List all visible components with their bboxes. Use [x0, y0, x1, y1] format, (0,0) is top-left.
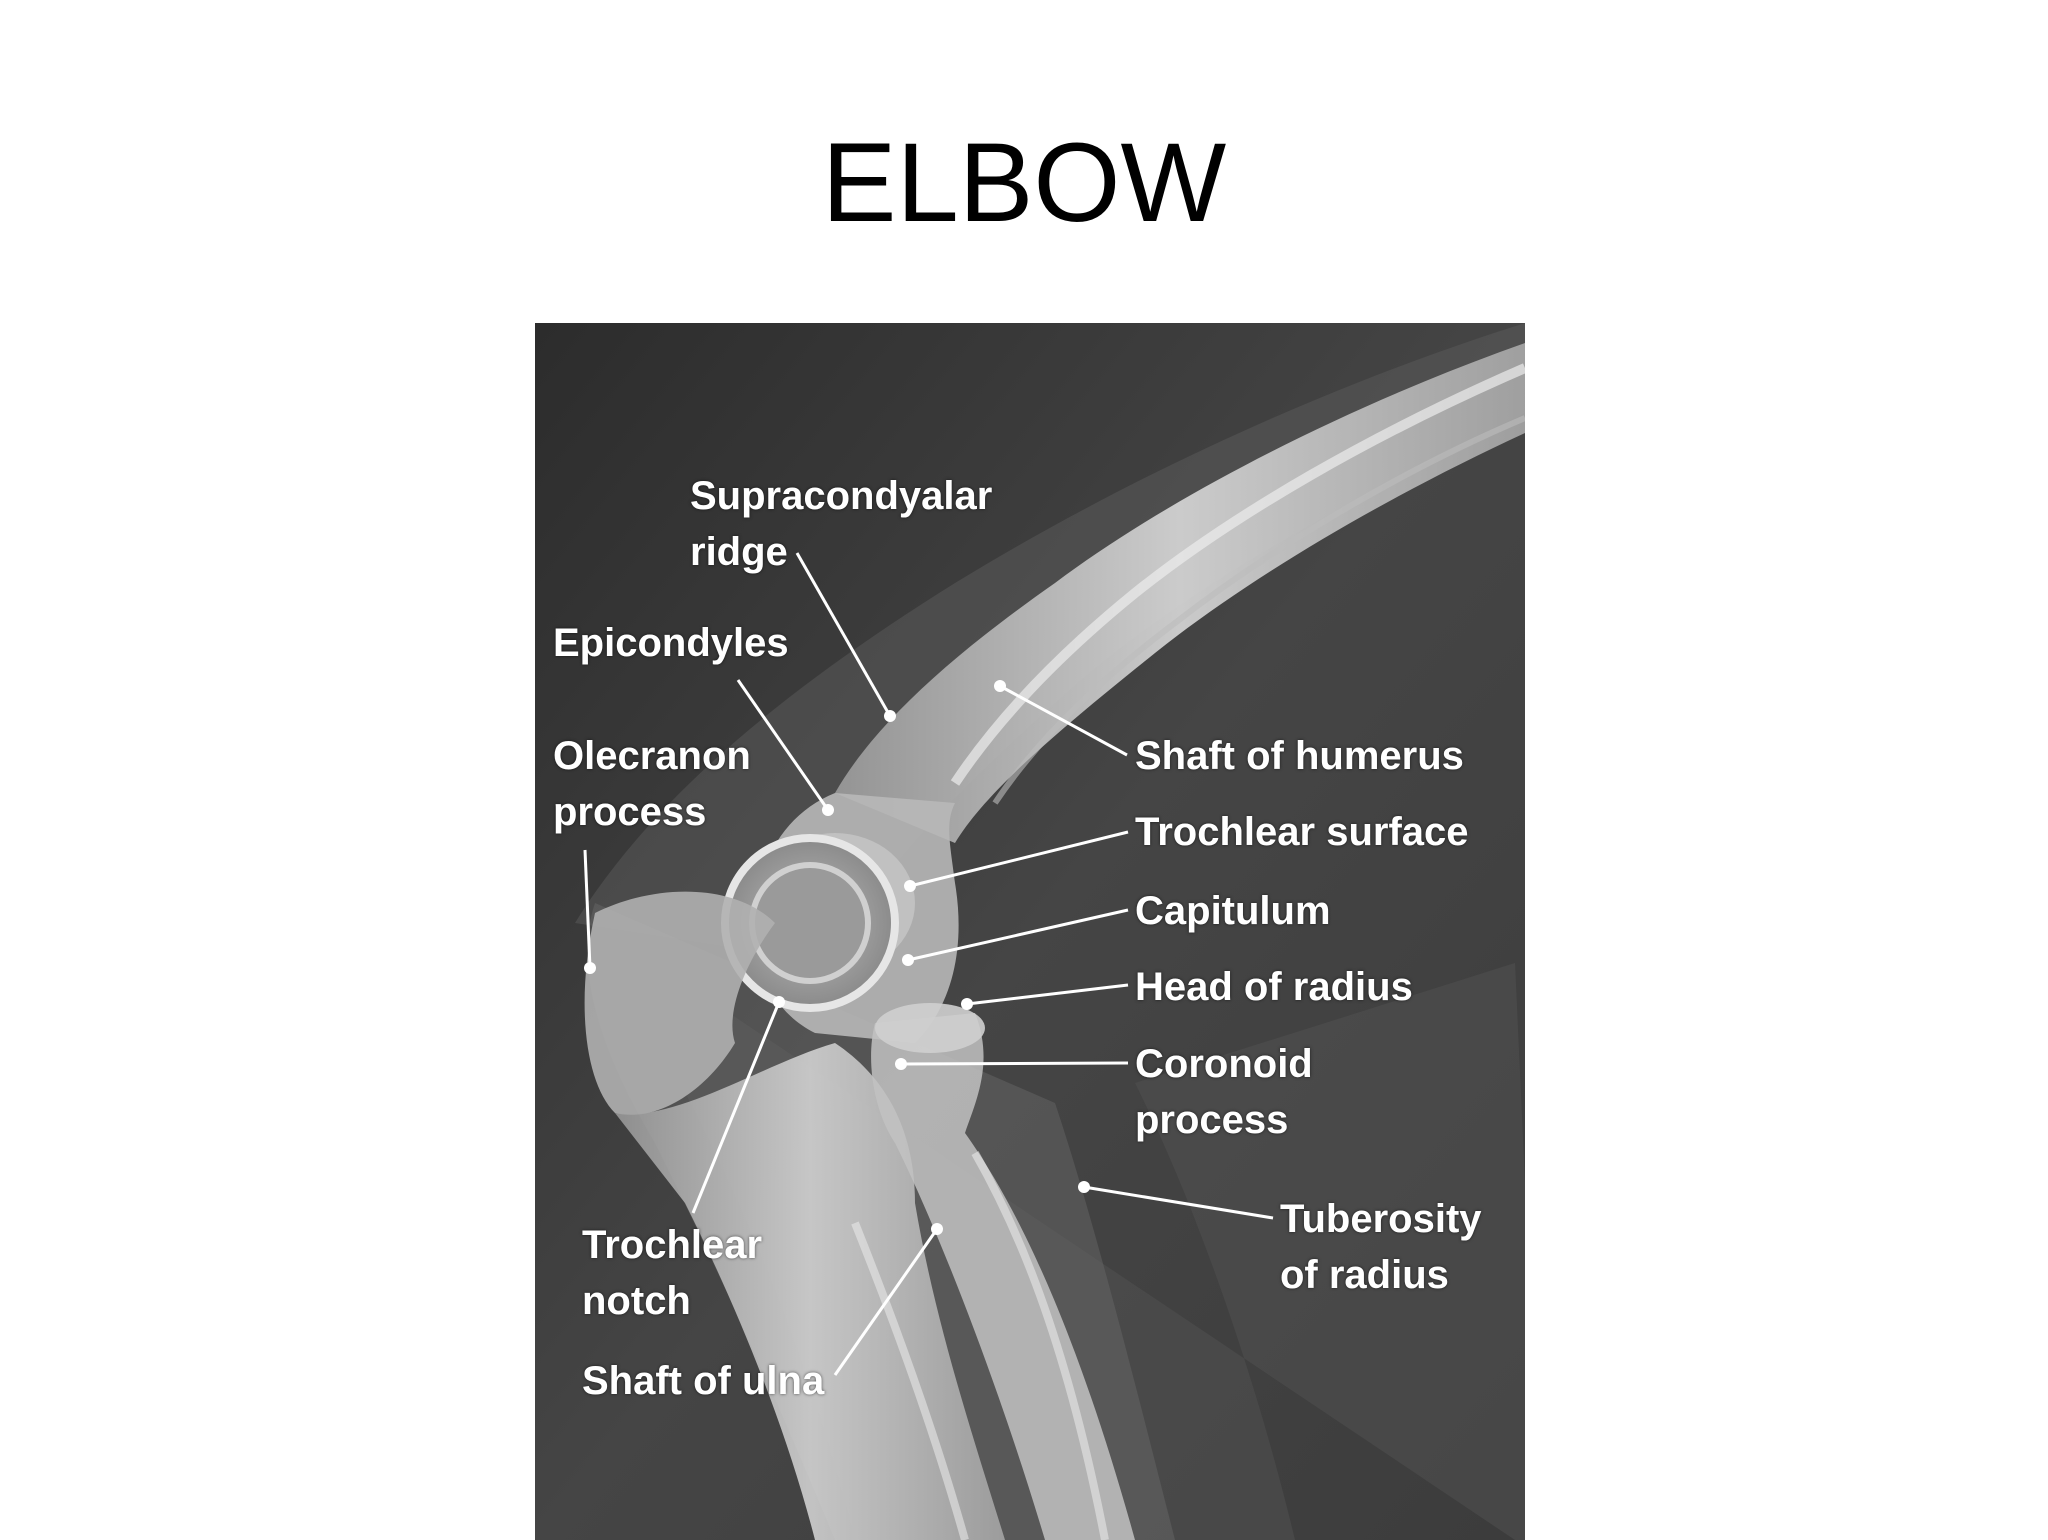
- xray-image: [535, 323, 1525, 1540]
- label-epicondyles: Epicondyles: [553, 615, 789, 671]
- leader-olecranon-process: [583, 849, 592, 969]
- leader-coronoid-process: [900, 1061, 1129, 1066]
- label-olecranon-process-line-1: Olecranon: [553, 734, 751, 778]
- leader-capitulum: [907, 908, 1129, 962]
- leader-epicondyles: [736, 679, 830, 811]
- label-olecranon-process: Olecranon process: [553, 728, 751, 840]
- label-olecranon-process-line-2: process: [553, 790, 707, 834]
- leader-tuberosity-of-radius: [1083, 1185, 1274, 1220]
- label-trochlear-notch: Trochlear notch: [582, 1217, 762, 1329]
- label-coronoid-process-line-2: process: [1135, 1098, 1289, 1142]
- label-trochlear-surface-line-1: Trochlear surface: [1135, 810, 1469, 854]
- leader-head-of-radius: [966, 983, 1129, 1006]
- label-trochlear-notch-line-2: notch: [582, 1279, 691, 1323]
- leader-shaft-of-ulna: [833, 1228, 939, 1376]
- elbow-xray-figure: Supracondyalar ridge Epicondyles Olecran…: [535, 323, 1525, 1540]
- label-shaft-of-ulna-line-1: Shaft of ulna: [582, 1359, 825, 1403]
- label-tuberosity-of-radius-line-2: of radius: [1280, 1253, 1449, 1297]
- label-capitulum-line-1: Capitulum: [1135, 889, 1331, 933]
- label-coronoid-process-line-1: Coronoid: [1135, 1042, 1313, 1086]
- leader-lines: [583, 552, 1274, 1376]
- label-shaft-of-humerus: Shaft of humerus: [1135, 728, 1464, 784]
- label-head-of-radius-line-1: Head of radius: [1135, 965, 1413, 1009]
- leader-trochlear-surface: [909, 830, 1129, 888]
- label-tuberosity-of-radius: Tuberosity of radius: [1280, 1191, 1482, 1303]
- label-supracondylar-ridge-line-1: Supracondyalar: [690, 474, 993, 518]
- leader-dots: [584, 680, 1090, 1235]
- label-tuberosity-of-radius-line-1: Tuberosity: [1280, 1197, 1482, 1241]
- leader-trochlear-notch: [691, 1001, 781, 1214]
- label-coronoid-process: Coronoid process: [1135, 1036, 1313, 1148]
- leader-shaft-of-humerus: [999, 684, 1128, 757]
- label-head-of-radius: Head of radius: [1135, 959, 1413, 1015]
- label-trochlear-surface: Trochlear surface: [1135, 804, 1469, 860]
- label-capitulum: Capitulum: [1135, 883, 1331, 939]
- label-trochlear-notch-line-1: Trochlear: [582, 1223, 763, 1267]
- label-shaft-of-humerus-line-1: Shaft of humerus: [1135, 734, 1464, 778]
- slide-title: ELBOW: [821, 120, 1227, 245]
- leader-supracondylar-ridge: [795, 552, 892, 717]
- label-shaft-of-ulna: Shaft of ulna: [582, 1353, 824, 1409]
- label-epicondyles-line-1: Epicondyles: [553, 621, 789, 665]
- label-supracondylar-ridge-line-2: ridge: [690, 530, 788, 574]
- label-supracondylar-ridge: Supracondyalar ridge: [690, 468, 992, 580]
